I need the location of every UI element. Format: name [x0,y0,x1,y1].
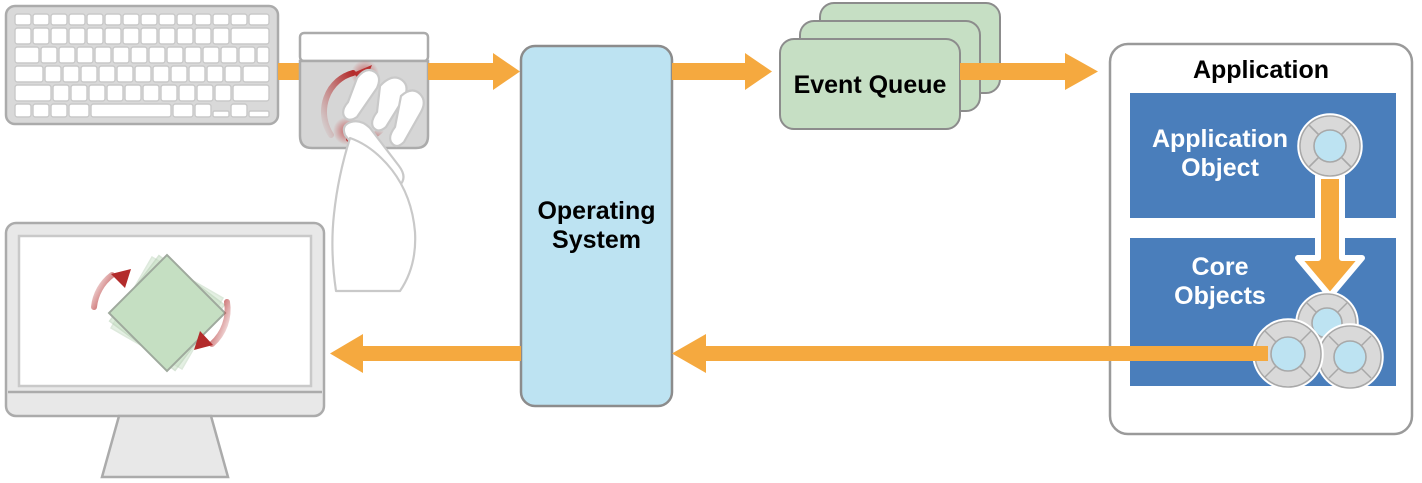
arrow-application-to-os [672,334,1268,373]
keyboard-keys [14,13,270,118]
application-title: Application [1192,56,1330,84]
arrow-os-to-event-queue [672,53,772,90]
trackpad-device[interactable] [298,31,430,293]
event-queue-stack[interactable] [779,2,1001,130]
arrow-application-object-to-core-objects [1295,173,1365,299]
rotating-square-graphic [91,253,231,373]
operating-system-label: Operating System [537,197,656,254]
operating-system-box[interactable] [519,44,674,408]
core-objects-cluster-icon [1252,291,1384,391]
hand-illustration [331,68,425,293]
arrow-keyboard-to-trackpad [278,63,300,80]
event-queue-card-front [779,38,961,130]
monitor-stand [100,414,230,479]
application-object-label: Application Object [1151,125,1289,182]
arrow-os-to-display [330,334,521,373]
arrow-event-queue-to-application [960,53,1098,90]
application-object-icon [1297,113,1363,179]
arrow-input-to-os [428,53,520,90]
core-objects-label: Core Objects [1174,253,1266,310]
keyboard-device[interactable] [4,4,280,126]
monitor-device[interactable] [4,221,326,479]
trackpad-top-bar [298,31,430,63]
event-queue-label: Event Queue [793,71,947,99]
